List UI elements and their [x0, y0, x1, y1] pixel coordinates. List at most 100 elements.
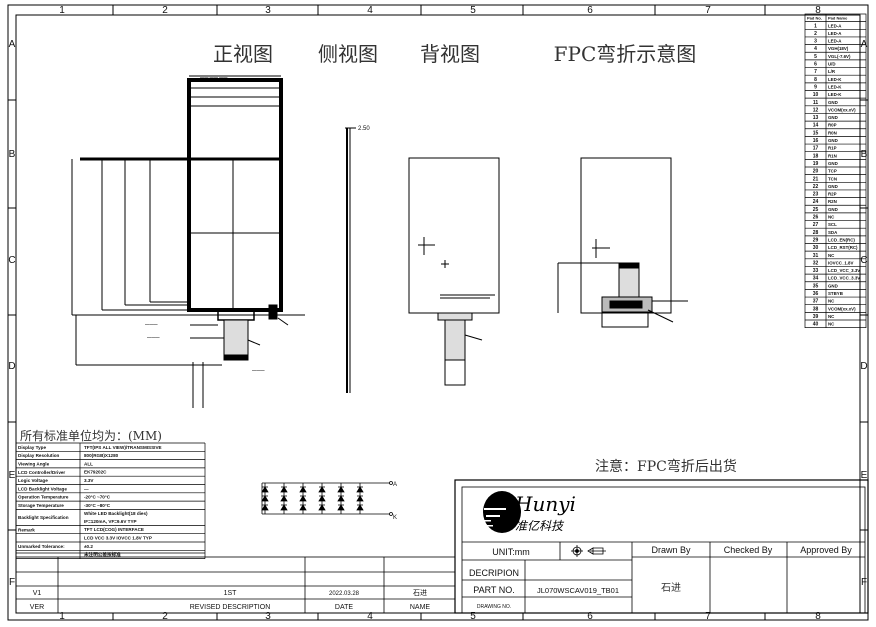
pin-number: 9 [814, 84, 817, 90]
led-diode-icon [356, 504, 364, 511]
revision-date: 2022.03.28 [329, 591, 360, 597]
spec-label: Viewing Angle [18, 461, 50, 466]
header-ver: VER [30, 604, 44, 611]
header-revised-description: REVISED DESCRIPTION [190, 604, 271, 611]
column-label-top: 7 [705, 5, 711, 16]
front-view [71, 75, 305, 408]
pin-number: 38 [813, 306, 819, 312]
spec-label: LCD Controller/Driver [18, 470, 65, 475]
revision-description: 1ST [224, 590, 238, 597]
led-diode-icon [280, 495, 288, 502]
spec-value: — [84, 486, 89, 491]
pin-name: GND [828, 100, 838, 105]
pin-number: 35 [813, 283, 819, 289]
pin-number: 5 [814, 54, 817, 60]
spec-value: TFT(IPS ALL VIEW)/TRANSMISSIVE [84, 445, 162, 450]
row-label-left: D [8, 361, 15, 372]
pin-name: LED-K [828, 92, 842, 97]
description-label: DECRIPION [469, 568, 519, 578]
led-diode-icon [261, 504, 269, 511]
pin-number: 22 [813, 184, 819, 190]
pin-number: 18 [813, 153, 819, 159]
row-label-right: C [860, 255, 867, 266]
pin-number: 21 [813, 176, 819, 182]
side-thickness-label: 2.50 [358, 126, 370, 132]
pin-name: LED-K [828, 84, 842, 89]
column-label-top: 4 [367, 5, 373, 16]
header-name: NAME [410, 604, 431, 611]
pin-name: VGH(18V) [828, 46, 849, 51]
pin-number: 7 [814, 69, 817, 75]
pin-header-no: Pad No. [807, 16, 822, 21]
pin-number: 12 [813, 107, 819, 113]
pin-number: 24 [813, 199, 819, 205]
revision-name: 石进 [413, 589, 427, 597]
fpc-bend-title: FPC弯折示意图 [554, 42, 697, 66]
led-diode-icon [356, 486, 364, 493]
pin-name: LED-K [828, 77, 842, 82]
pin-name: LED-A [828, 31, 842, 36]
led-diode-icon [337, 495, 345, 502]
spec-value: White LED Backlight(18 dies) [84, 511, 148, 516]
pin-name: NC [828, 299, 835, 304]
pin-number: 4 [814, 46, 817, 52]
pin-number: 32 [813, 260, 819, 266]
pin-name: R2N [828, 199, 837, 204]
pin-number: 3 [814, 39, 817, 45]
spec-table-grid [15, 442, 206, 559]
pin-number: 19 [813, 161, 819, 167]
pin-name: R1N [828, 153, 837, 158]
pin-number: 39 [813, 314, 819, 320]
outer-frame [7, 4, 869, 621]
spec-label: Display Resolution [18, 453, 60, 458]
row-label-left: B [9, 149, 16, 160]
pin-name: R1P [828, 146, 837, 151]
led-diode-icon [299, 486, 307, 493]
spec-value: 3.3V [84, 478, 94, 483]
spec-label: Remark [18, 527, 35, 532]
column-label-bottom: 7 [705, 611, 711, 622]
pin-number: 29 [813, 237, 819, 243]
spec-label: Backlight Specification [18, 515, 69, 520]
pin-number: 1 [814, 23, 817, 29]
fpc-bend-view [557, 157, 688, 328]
pin-name: GND [828, 161, 838, 166]
row-label-left: E [9, 470, 16, 481]
ruler-dividers [8, 5, 868, 620]
spec-value: -30°C ~80°C [84, 503, 111, 508]
pin-name: GND [828, 207, 838, 212]
column-label-bottom: 4 [367, 611, 373, 622]
pin-number: 11 [813, 100, 819, 106]
spec-label: Operation Temperature [18, 495, 69, 500]
column-label-top: 1 [59, 5, 65, 16]
pin-number: 40 [813, 322, 819, 328]
pin-number: 37 [813, 299, 819, 305]
pin-number: 16 [813, 138, 819, 144]
pin-name: NC [828, 314, 835, 319]
unit-label: UNIT:mm [492, 547, 530, 557]
led-diode-icon [299, 504, 307, 511]
pin-name: SCL [828, 222, 837, 227]
drawn-by-name: 石进 [661, 582, 681, 594]
row-label-right: B [861, 149, 868, 160]
svg-text:Hunyi: Hunyi [514, 492, 576, 516]
led-anode-label: A [393, 482, 397, 488]
pin-number: 25 [813, 207, 819, 213]
pin-name: VGL(-7.6V) [828, 54, 851, 59]
svg-text:———: ——— [252, 368, 265, 373]
front-view-title: 正视图 [213, 42, 273, 66]
column-label-bottom: 8 [815, 611, 821, 622]
row-label-right: D [860, 361, 867, 372]
front-dimensions: —— —— —— —————— ——— [145, 75, 265, 373]
led-diode-icon [261, 486, 269, 493]
pin-name: L/R [828, 69, 836, 74]
pin-name: GND [828, 283, 838, 288]
pin-table-grid [804, 13, 867, 328]
column-label-top: 8 [815, 5, 821, 16]
pin-number: 36 [813, 291, 819, 297]
spec-label: LCD Backlight Voltage [18, 486, 67, 491]
pin-number: 33 [813, 268, 819, 274]
column-label-bottom: 5 [470, 611, 476, 622]
led-diode-icon [280, 504, 288, 511]
